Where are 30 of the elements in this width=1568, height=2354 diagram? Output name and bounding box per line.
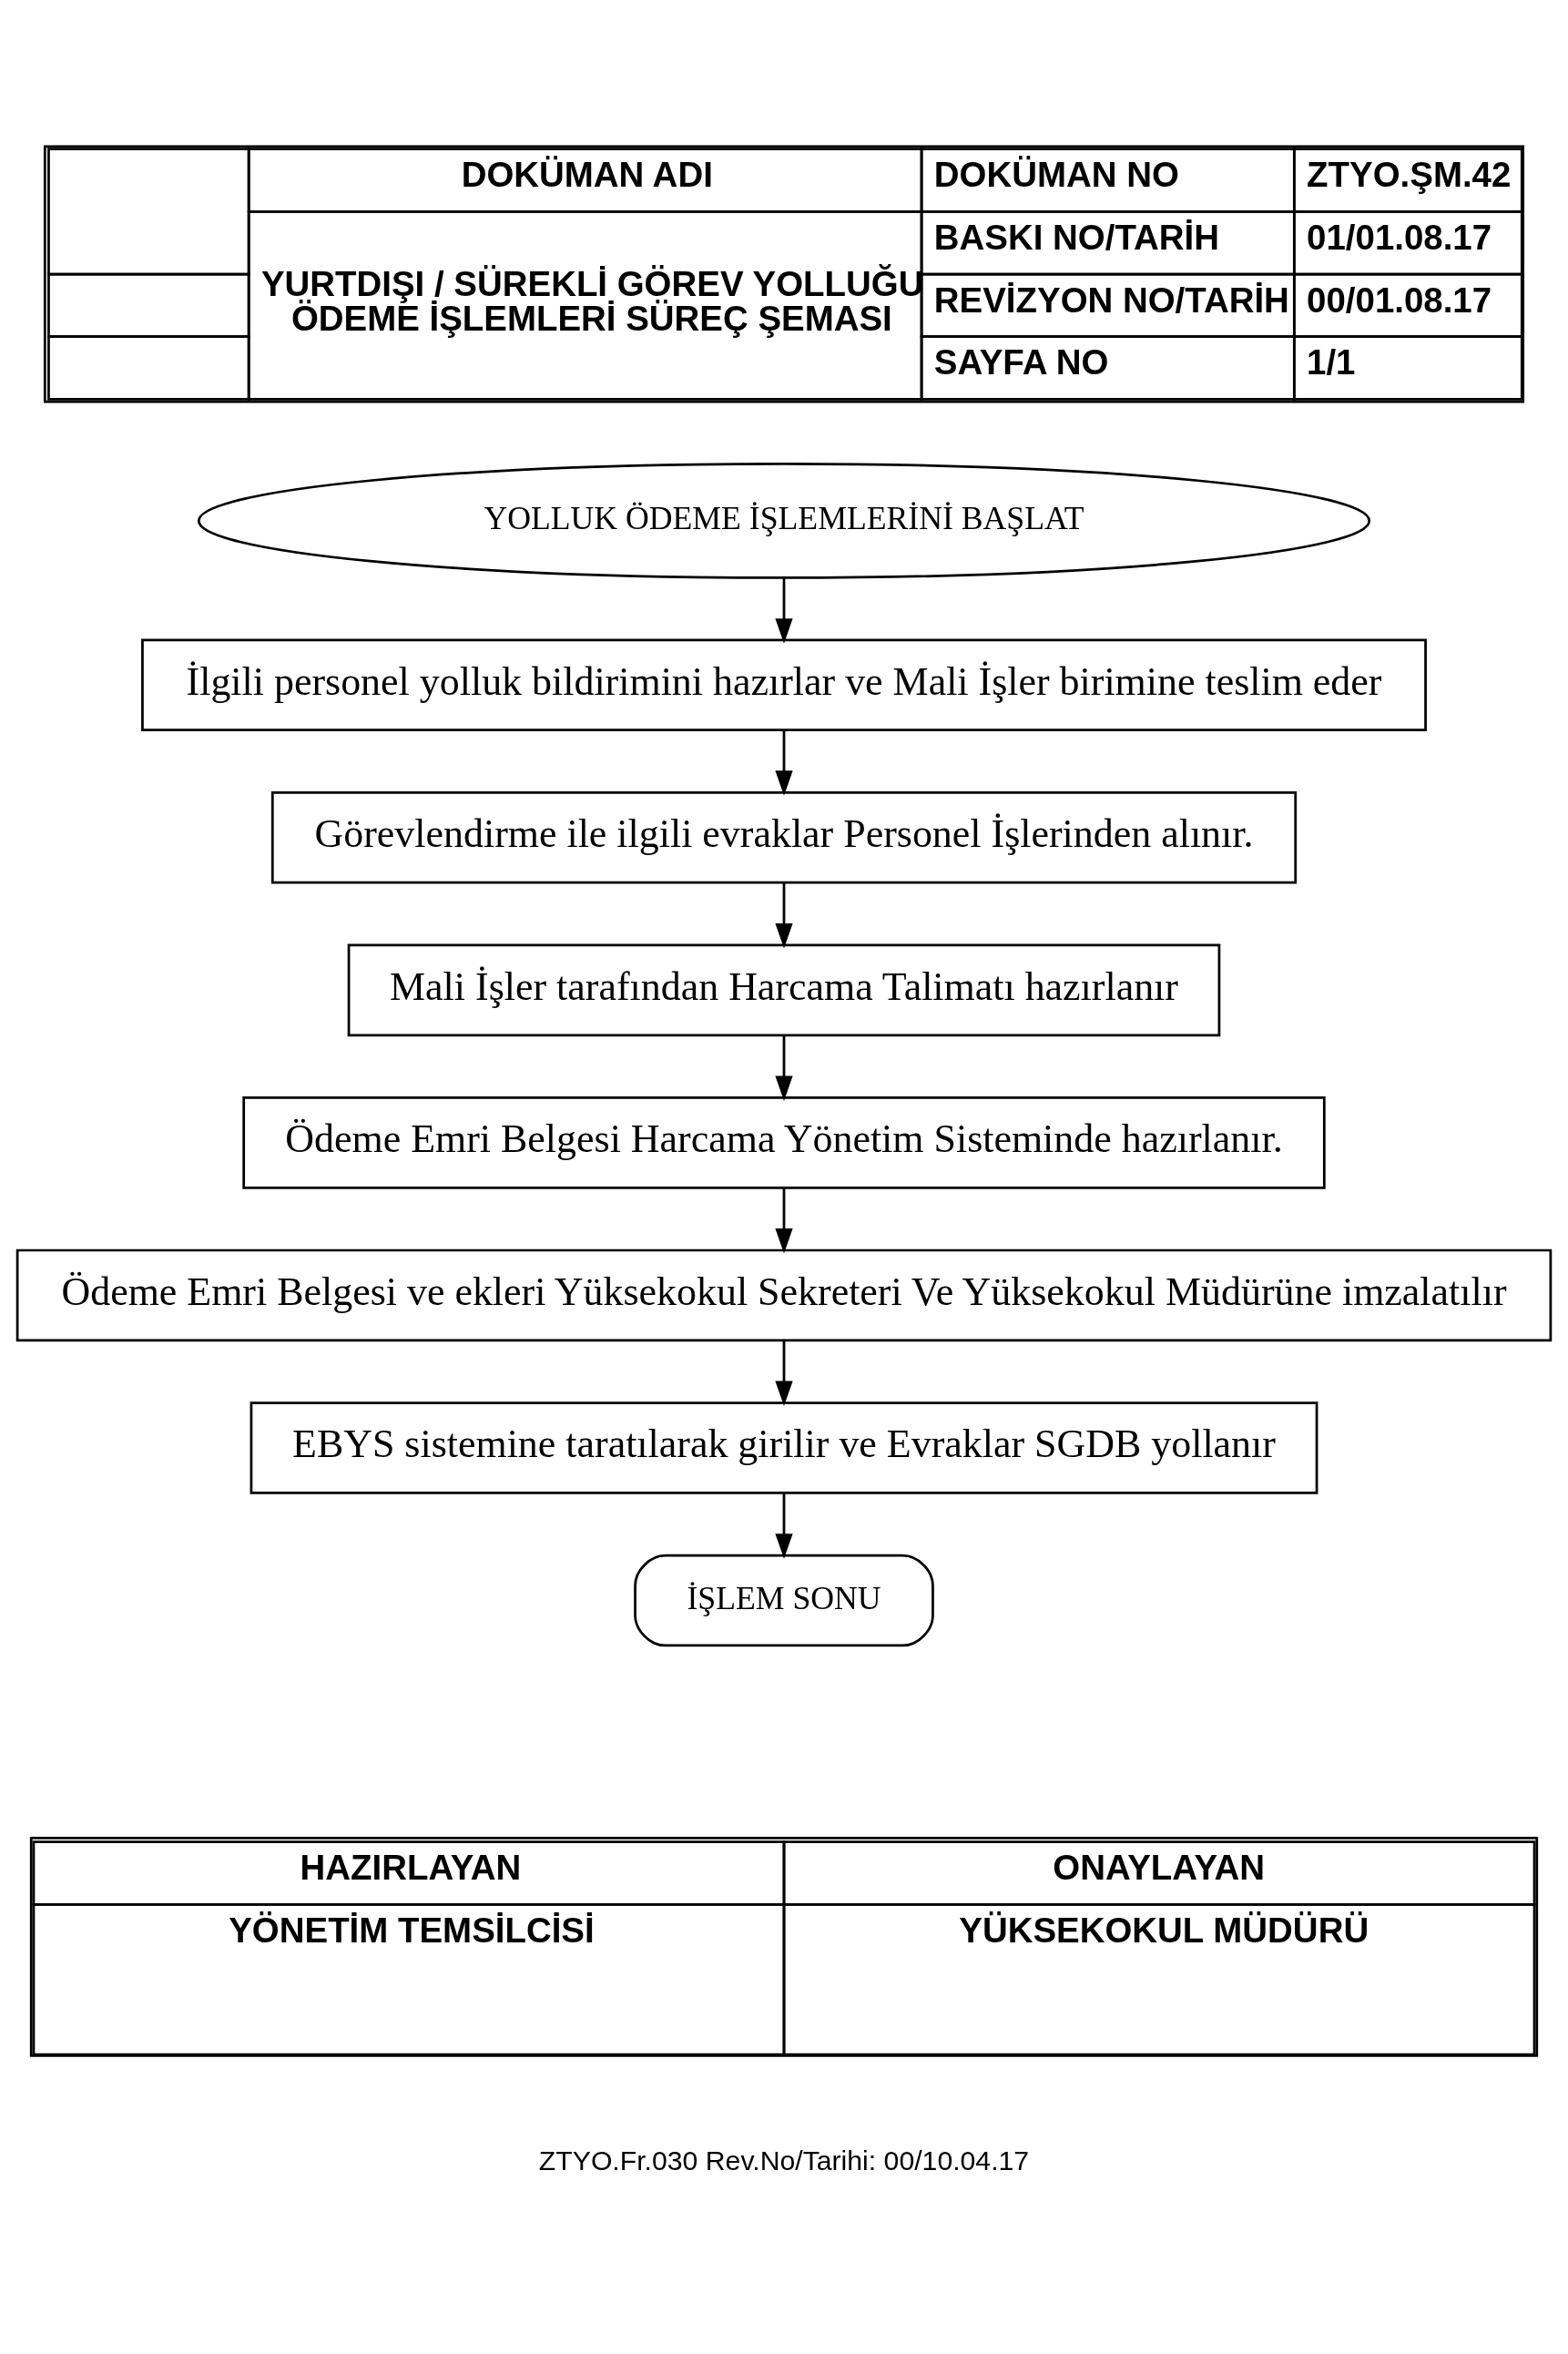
label: ZTYO.Fr.030 Rev.No/Tarihi: 00/10.04.17 [538,2145,1030,2176]
label: HAZIRLAYAN [300,1847,522,1887]
label: REVİZYON NO/TARİH [933,280,1289,320]
label: 00/01.08.17 [1307,280,1492,320]
arrow [775,1340,793,1406]
label: 01/01.08.17 [1307,217,1492,257]
node-ellipse: YOLLUK ÖDEME İŞLEMLERİNİ BAŞLAT [197,462,1371,579]
arrow [775,1034,793,1101]
arrow [775,1187,793,1254]
label: YURTDIŞI / SÜREKLİ GÖREV YOLLUĞU ÖDEME İŞLEMLERİ SÜREÇ ŞEMASI [260,263,924,338]
node-box: Ödeme Emri Belgesi Harcama Yönetim Sisteminde hazırlanır. [242,1095,1326,1189]
arrow [775,577,793,644]
arrow [775,1493,793,1559]
label: DOKÜMAN NO [933,154,1179,194]
label: YÜKSEKOKUL MÜDÜRÜ [959,1910,1369,1950]
node-box: İlgili personel yolluk bildirimini hazırlar ve Mali İşler birimine teslim eder [141,637,1427,731]
label: ONAYLAYAN [1053,1847,1266,1887]
label: DOKÜMAN ADI [461,154,713,194]
arrow [775,729,793,796]
node-box: Mali İşler tarafından Harcama Talimatı hazırlanır [347,943,1221,1036]
label: ZTYO.ŞM.42 [1307,154,1512,194]
label: BASKI NO/TARİH [933,217,1219,257]
node-box: EBYS sistemine taratılarak girilir ve Evraklar SGDB yollanır [249,1401,1319,1494]
label: YÖNETİM TEMSİLCİSİ [229,1910,595,1950]
label: SAYFA NO [933,341,1109,382]
node-box: İŞLEM SONU [634,1554,934,1646]
arrow [775,881,793,948]
label: 1/1 [1307,341,1356,382]
node-box: Görevlendirme ile ilgili evraklar Personel İşlerinden alınır. [270,790,1298,884]
node-box: Ödeme Emri Belgesi ve ekleri Yüksekokul Sekreteri Ve Yüksekokul Müdürüne imzalatılır [15,1248,1553,1341]
